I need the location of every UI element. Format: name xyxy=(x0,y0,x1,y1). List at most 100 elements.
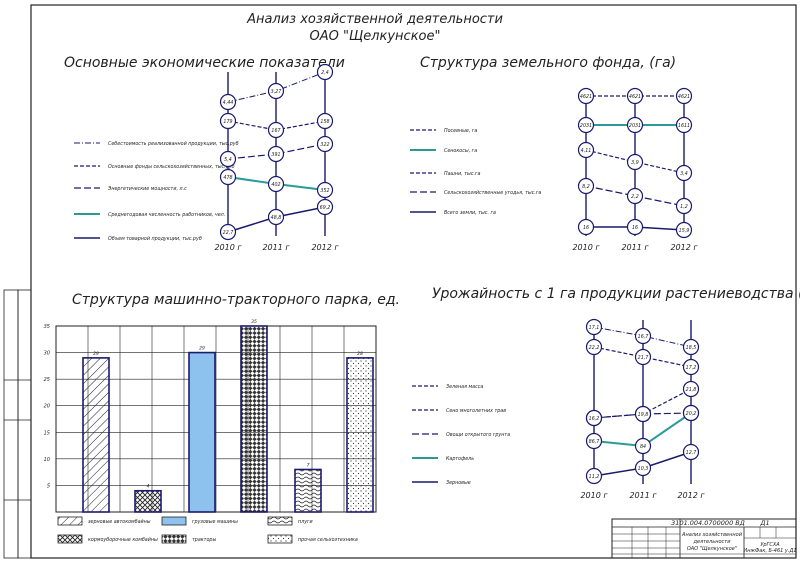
data-node xyxy=(634,437,652,455)
legend-swatch-3 xyxy=(57,534,83,544)
data-node xyxy=(682,358,700,376)
data-node xyxy=(577,87,595,105)
year-label: 2012 г xyxy=(670,243,698,252)
legend-label-1: Сенокосы, га xyxy=(444,148,477,154)
data-node-label: 18,5 xyxy=(686,345,697,351)
legend-swatch-0 xyxy=(57,516,83,526)
data-node-label: 2,2 xyxy=(631,194,639,200)
data-node xyxy=(675,164,693,182)
data-node xyxy=(577,116,595,134)
legend-swatch-5 xyxy=(267,534,293,544)
data-node xyxy=(675,221,693,239)
data-node xyxy=(267,208,285,226)
margin-strip-inner xyxy=(17,289,32,559)
data-node-label: 15,9 xyxy=(679,228,690,234)
legend-label-2: Пашни, тыс.га xyxy=(444,171,481,177)
legend-label-4: Объем товарной продукции, тыс.руб xyxy=(108,236,202,242)
stamp-org-2: ИнжФак, Б-461 у.Д1 xyxy=(743,548,796,554)
y-tick-label: 20 xyxy=(44,404,50,410)
data-node xyxy=(316,135,334,153)
data-node-label: 16 xyxy=(632,225,638,231)
stamp-doc-title-1: Анализ хозяйственной xyxy=(681,532,743,538)
legend-label-1: Зеленая масса xyxy=(446,384,483,390)
data-node-label: 17,2 xyxy=(686,365,697,371)
data-node xyxy=(219,223,237,241)
data-node xyxy=(675,197,693,215)
data-node xyxy=(626,116,644,134)
data-node xyxy=(585,338,603,356)
data-node xyxy=(634,327,652,345)
data-node-label: 22,7 xyxy=(223,230,234,236)
data-node xyxy=(682,404,700,422)
yield-title: Урожайность с 1 га продукции растениевод… xyxy=(432,286,800,302)
title-block: 3101.004.0700000 ВД Д1 Анализ хозяйствен… xyxy=(611,518,797,559)
data-node xyxy=(585,409,603,427)
data-node-label: 10,3 xyxy=(638,466,649,472)
stamp-sheet-mark: Д1 xyxy=(759,519,769,527)
machines-title: Структура машинно-тракторного парка, ед. xyxy=(72,292,400,308)
data-node xyxy=(219,168,237,186)
legend-label-0: Себестоимость реализованной продукции, т… xyxy=(108,141,239,147)
data-node-label: 4,44 xyxy=(223,100,234,106)
stamp-doc-title-2: деятельности xyxy=(693,539,732,545)
bar-value-label: 4 xyxy=(147,484,150,490)
data-node-label: 16 xyxy=(583,225,589,231)
data-node xyxy=(219,112,237,130)
data-node-label: 167 xyxy=(271,128,280,134)
legend-swatch-4 xyxy=(161,534,187,544)
data-node-label: 322 xyxy=(320,142,329,148)
data-node-label: 158 xyxy=(320,119,329,125)
data-node xyxy=(626,87,644,105)
data-node xyxy=(585,432,603,450)
margin-strip-outer xyxy=(3,289,19,559)
data-node-label: 478 xyxy=(223,175,232,181)
data-node-label: 1611 xyxy=(678,123,690,129)
year-label: 2010 г xyxy=(214,243,242,252)
legend-label-5: Зерновые xyxy=(446,480,471,486)
data-node-label: 86,7 xyxy=(589,439,600,445)
legend-label-4: Всего земли, тыс. га xyxy=(444,210,496,216)
year-label: 2012 г xyxy=(677,491,705,500)
year-label: 2012 г xyxy=(311,243,339,252)
legend-label-2: Энергетические мощности, л.с xyxy=(107,186,187,192)
year-label: 2011 г xyxy=(629,491,657,500)
data-node xyxy=(316,181,334,199)
data-node xyxy=(626,153,644,171)
data-node-label: 48,8 xyxy=(271,215,282,221)
land-title: Структура земельного фонда, (га) xyxy=(420,55,676,71)
data-node-label: 402 xyxy=(271,182,280,188)
series-line-3 xyxy=(593,412,692,419)
y-tick-label: 30 xyxy=(44,351,50,357)
y-tick-label: 25 xyxy=(44,377,50,383)
bar-value-label: 29 xyxy=(199,346,205,352)
year-label: 2011 г xyxy=(621,243,649,252)
sheet-title-line2: ОАО "Щелкунское" xyxy=(310,29,441,44)
year-label: 2010 г xyxy=(580,491,608,500)
data-node-label: 3,9 xyxy=(631,160,639,166)
data-node xyxy=(577,218,595,236)
y-tick-label: 15 xyxy=(44,430,50,436)
data-node xyxy=(219,150,237,168)
data-node-label: 2,4 xyxy=(321,70,329,76)
bar-value-label: 29 xyxy=(93,351,99,357)
bar-1 xyxy=(134,489,162,513)
data-node-label: 4,11 xyxy=(581,148,592,154)
data-node-label: 8,2 xyxy=(582,184,590,190)
data-node xyxy=(219,93,237,111)
data-node xyxy=(267,145,285,163)
data-node-label: 352 xyxy=(320,188,329,194)
bar-0 xyxy=(82,357,110,513)
data-node xyxy=(634,348,652,366)
bar-3 xyxy=(240,325,268,513)
data-node xyxy=(316,198,334,216)
data-node xyxy=(634,405,652,423)
legend-label-0: Посевные, га xyxy=(444,128,477,134)
data-node xyxy=(585,318,603,336)
legend-label-3: Среднегодовая численность работников, че… xyxy=(108,212,225,218)
data-node-label: 3,4 xyxy=(680,171,688,177)
data-node xyxy=(682,380,700,398)
year-label: 2010 г xyxy=(572,243,600,252)
legend-label-1: грузовые машины xyxy=(192,520,238,525)
